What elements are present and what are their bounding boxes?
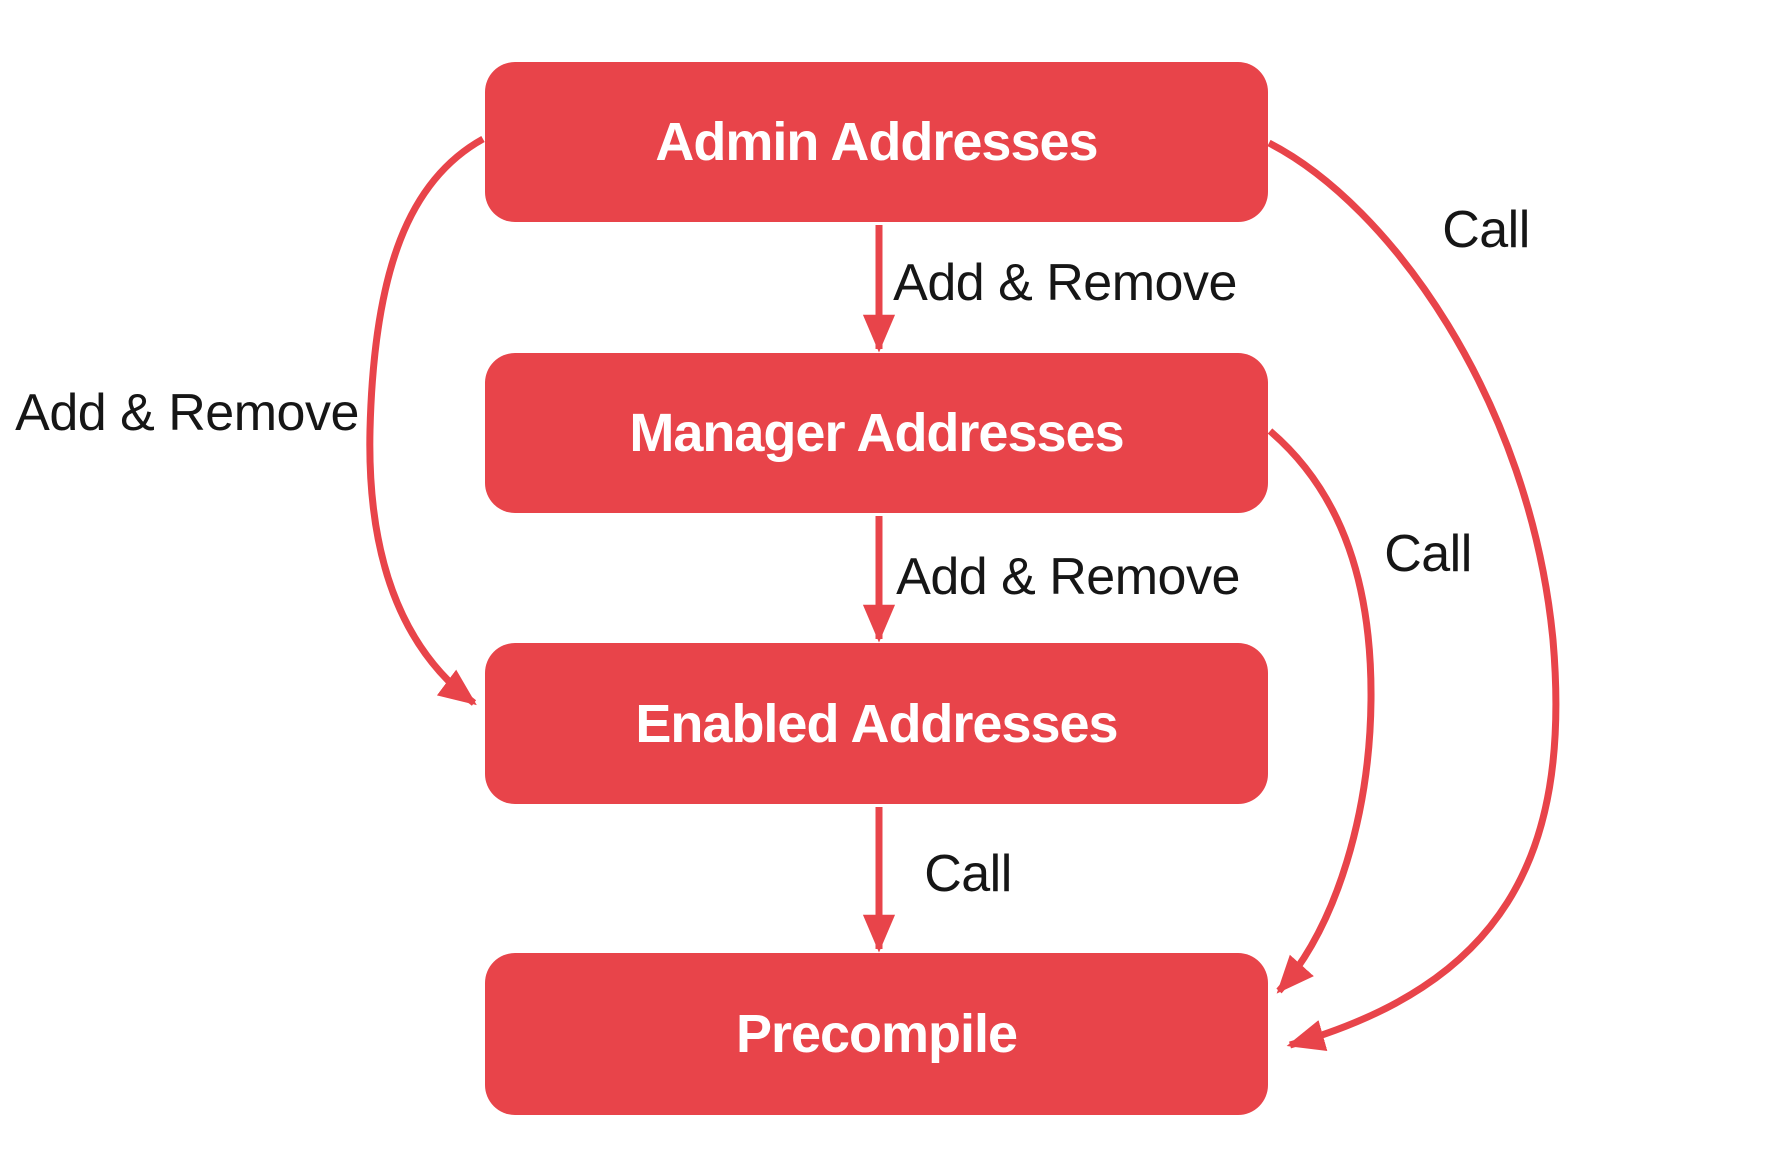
node-precompile-label: Precompile [735,1004,1018,1064]
edge-label-manager-to-precompile: Call [1384,525,1472,583]
edge-label-admin-to-precompile: Call [1442,201,1530,259]
edge-admin-to-precompile-arrow [1267,139,1560,1052]
edge-label-admin-to-manager: Add & Remove [893,254,1237,312]
node-enabled-addresses: Enabled Addresses [485,643,1268,804]
node-admin-addresses: Admin Addresses [485,62,1268,222]
edge-label-manager-to-enabled: Add & Remove [896,548,1240,606]
node-manager-addresses-label: Manager Addresses [629,403,1124,463]
edge-label-enabled-to-precompile: Call [924,845,1012,903]
node-enabled-addresses-label: Enabled Addresses [635,693,1118,754]
edge-admin-to-enabled-arrow [366,135,485,706]
edge-label-admin-to-enabled: Add & Remove [15,384,359,442]
node-admin-addresses-label: Admin Addresses [655,112,1098,172]
edge-manager-to-precompile-arrow [1267,428,1375,994]
node-precompile: Precompile [485,953,1268,1115]
node-manager-addresses: Manager Addresses [485,353,1268,513]
